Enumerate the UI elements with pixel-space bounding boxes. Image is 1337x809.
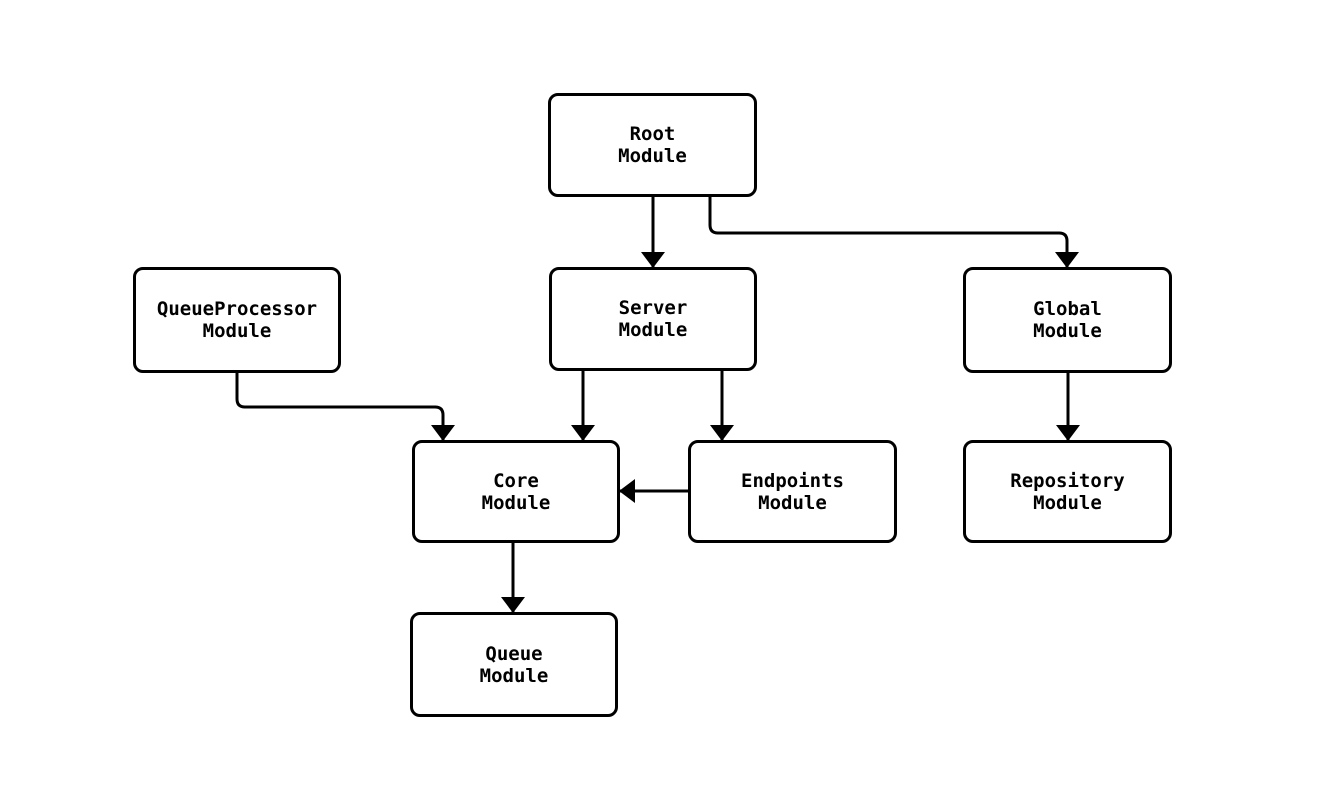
- node-core-module: Core Module: [412, 440, 620, 543]
- node-queueprocessor-module: QueueProcessor Module: [133, 267, 341, 373]
- node-label-core-module: Core Module: [481, 469, 551, 514]
- node-label-queue-module: Queue Module: [479, 642, 549, 687]
- node-label-repository-module: Repository Module: [1010, 469, 1125, 514]
- edge-root-module-to-global-module: [708, 197, 1079, 268]
- node-repository-module: Repository Module: [963, 440, 1172, 543]
- edge-queueprocessor-module-to-core-module: [235, 373, 455, 441]
- node-endpoints-module: Endpoints Module: [688, 440, 897, 543]
- node-label-server-module: Server Module: [618, 297, 688, 341]
- node-server-module: Server Module: [549, 267, 757, 371]
- node-queue-module: Queue Module: [410, 612, 618, 717]
- node-root-module: Root Module: [548, 93, 757, 197]
- node-label-endpoints-module: Endpoints Module: [741, 469, 844, 514]
- node-label-root-module: Root Module: [618, 123, 687, 167]
- node-label-global-module: Global Module: [1033, 298, 1102, 342]
- node-global-module: Global Module: [963, 267, 1172, 373]
- node-label-queueprocessor-module: QueueProcessor Module: [156, 298, 318, 342]
